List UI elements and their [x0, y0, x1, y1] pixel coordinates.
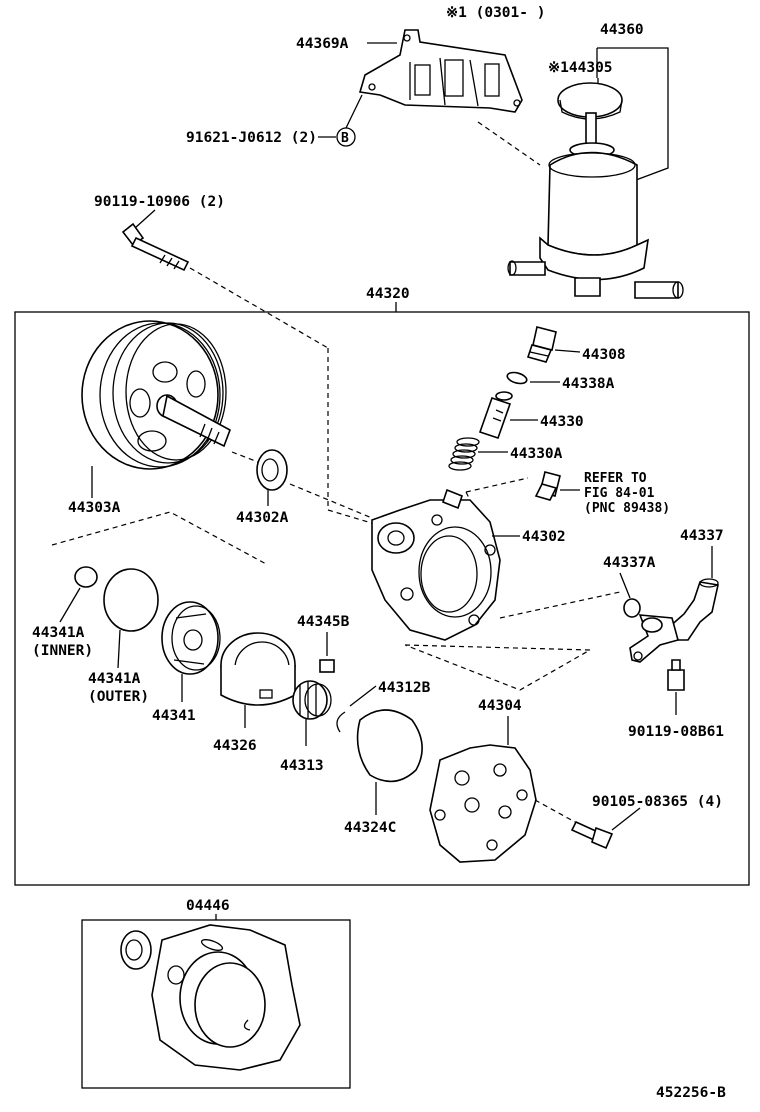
label-inner: (INNER) — [32, 643, 93, 659]
camring-44326 — [220, 632, 296, 706]
gasket-44324c — [356, 709, 423, 783]
header-note: ※1 (0301- ) — [446, 5, 545, 21]
pressure-switch — [534, 471, 561, 501]
label-44312b: 44312B — [378, 680, 431, 696]
label-44302a: 44302A — [236, 510, 289, 526]
label-44341a-outer: 44341A — [88, 671, 141, 687]
label-44326: 44326 — [213, 738, 257, 754]
rotor-44313 — [292, 680, 332, 720]
label-44305: ※144305 — [548, 60, 613, 76]
assembly-box-44320 — [14, 311, 750, 886]
label-44337a: 44337A — [603, 555, 656, 571]
oring-44341a-outer — [103, 568, 159, 632]
label-44302: 44302 — [522, 529, 566, 545]
snapring-44312b — [336, 711, 346, 733]
bearing-44302a — [256, 449, 288, 491]
label-44308: 44308 — [582, 347, 626, 363]
bolt-90105-08365 — [570, 820, 614, 850]
label-44360: 44360 — [600, 22, 644, 38]
label-44330: 44330 — [540, 414, 584, 430]
label-44337: 44337 — [680, 528, 724, 544]
label-91621: 91621-J0612 (2) — [186, 130, 317, 146]
label-44320: 44320 — [366, 286, 410, 302]
kit-04446-parts — [120, 924, 301, 1071]
label-90119-10906: 90119-10906 (2) — [94, 194, 225, 210]
label-44313: 44313 — [280, 758, 324, 774]
reservoir-44360 — [507, 82, 684, 299]
spring-44330a — [448, 437, 480, 471]
label-44341a-inner: 44341A — [32, 625, 85, 641]
label-44338a: 44338A — [562, 376, 615, 392]
label-04446: 04446 — [186, 898, 230, 914]
circle-b-label: B — [341, 131, 349, 146]
label-44303a: 44303A — [68, 500, 121, 516]
plate-44341 — [161, 601, 221, 675]
label-44330a: 44330A — [510, 446, 563, 462]
label-44304: 44304 — [478, 698, 522, 714]
figure-number: 452256-B — [656, 1085, 726, 1101]
kit-box-04446 — [81, 919, 351, 1089]
oring-44341a-inner — [74, 566, 98, 588]
pump-body-44302 — [371, 488, 501, 641]
label-44324c: 44324C — [344, 820, 396, 836]
oring-44338a — [506, 371, 528, 385]
housing-44304 — [429, 744, 537, 863]
label-44341: 44341 — [152, 708, 196, 724]
vane-44345b — [319, 659, 335, 673]
label-44345b: 44345B — [297, 614, 350, 630]
refer-line-3: (PNC 89438) — [584, 501, 670, 516]
bolt-90119-10906 — [121, 222, 190, 272]
fitting-44308 — [526, 326, 557, 363]
label-90105-08365: 90105-08365 (4) — [592, 794, 723, 810]
label-44369a: 44369A — [296, 36, 349, 52]
bolt-90119-08b61 — [667, 659, 685, 691]
gasket-44337a — [623, 598, 641, 618]
bracket-44369a — [358, 29, 523, 113]
label-90119-08b61: 90119-08B61 — [628, 724, 724, 740]
valve-44330 — [478, 391, 513, 440]
union-44337 — [629, 578, 719, 663]
label-outer: (OUTER) — [88, 689, 149, 705]
refer-line-1: REFER TO — [584, 471, 647, 486]
pulley-44303a — [81, 320, 231, 470]
refer-line-2: FIG 84-01 — [584, 486, 655, 501]
